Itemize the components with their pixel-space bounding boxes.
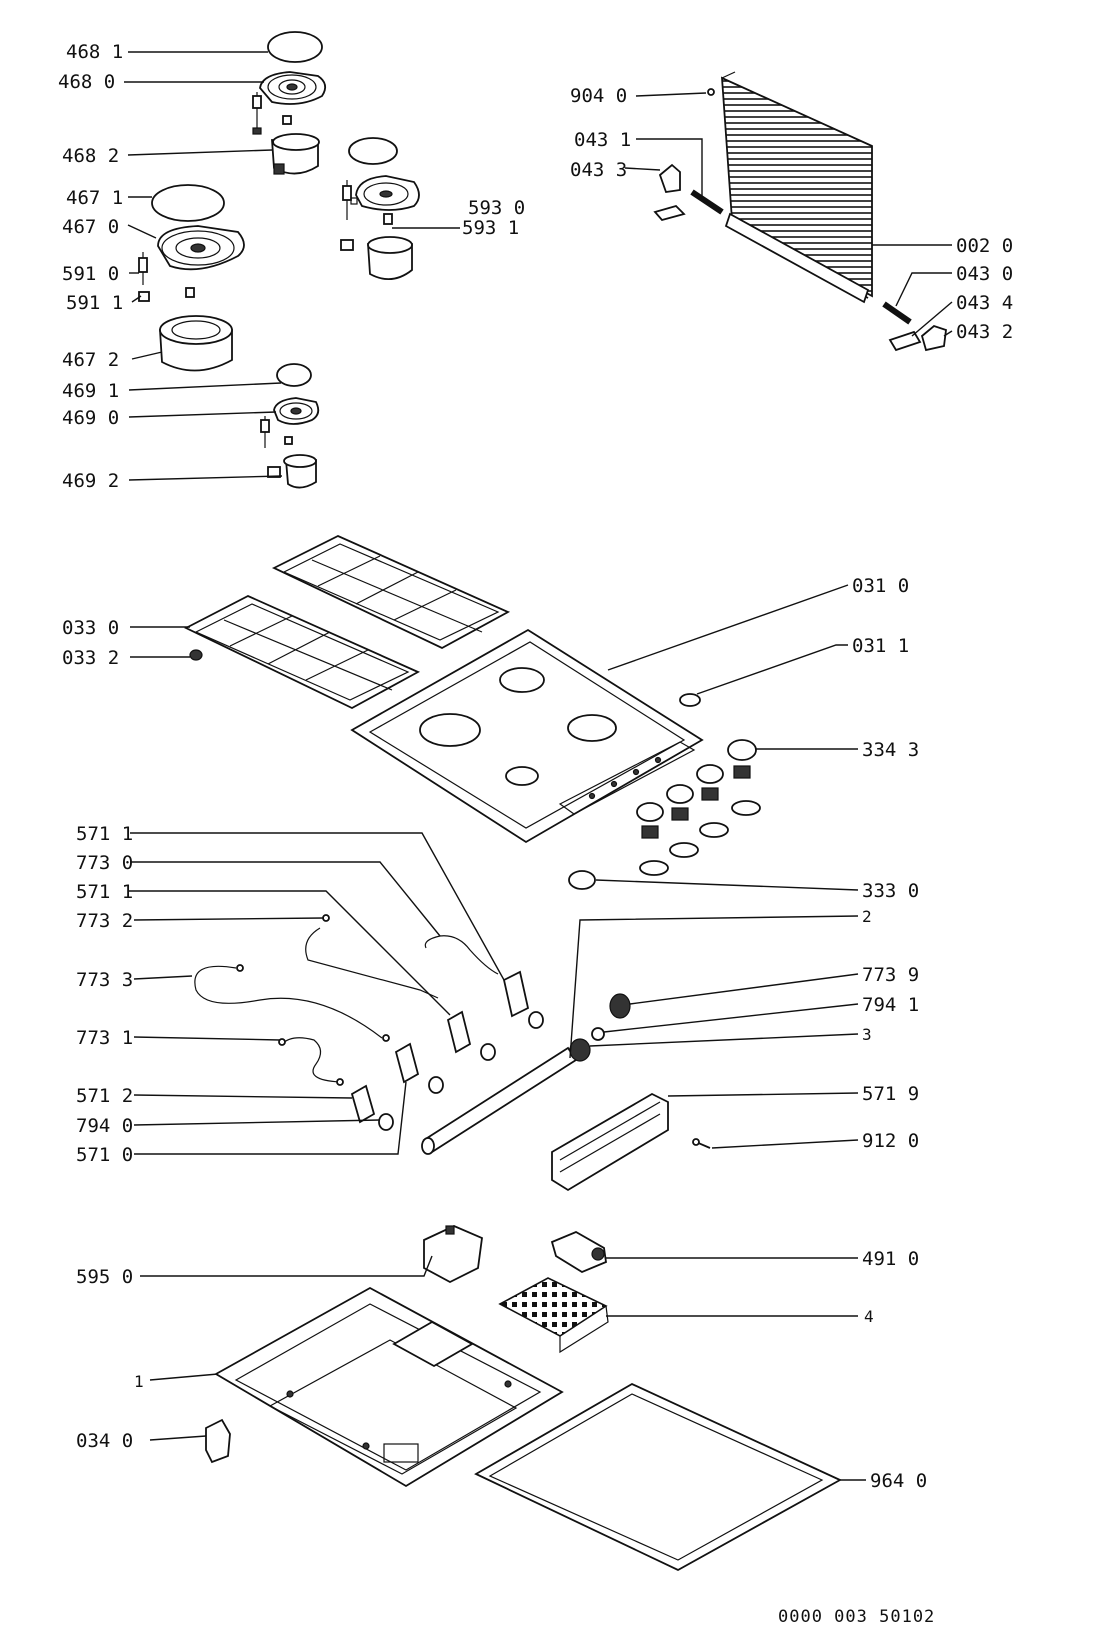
hinge-bracket-043-4 bbox=[888, 330, 922, 352]
label-031-1: 031 1 bbox=[852, 635, 909, 657]
thermocouple-591 bbox=[138, 252, 195, 302]
screw-912 bbox=[692, 1138, 711, 1149]
screw-904 bbox=[707, 88, 715, 96]
label-043-4: 043 4 bbox=[956, 292, 1013, 314]
label-043-2: 043 2 bbox=[956, 321, 1013, 343]
label-034-0: 034 0 bbox=[76, 1430, 133, 1452]
bottom-tray-1 bbox=[214, 1286, 564, 1488]
label-043-3: 043 3 bbox=[570, 159, 627, 181]
label-043-1: 043 1 bbox=[574, 129, 631, 151]
gas-pipes-773 bbox=[194, 914, 499, 1086]
leader-lines bbox=[124, 51, 953, 1481]
label-031-0: 031 0 bbox=[852, 575, 909, 597]
label-591-0: 591 0 bbox=[62, 263, 119, 285]
label-571-0: 571 0 bbox=[76, 1144, 133, 1166]
label-4: 4 bbox=[864, 1307, 874, 1326]
label-467-0: 467 0 bbox=[62, 216, 119, 238]
burner-593-cup bbox=[367, 236, 413, 280]
label-904-0: 904 0 bbox=[570, 85, 627, 107]
label-468-0: 468 0 bbox=[58, 71, 115, 93]
gas-rail-2 bbox=[421, 1046, 578, 1155]
bracket-571-9 bbox=[551, 1092, 669, 1192]
burner-469-cup bbox=[267, 454, 317, 489]
label-773-2: 773 2 bbox=[76, 910, 133, 932]
pan-support-033-b bbox=[271, 535, 511, 650]
label-3: 3 bbox=[862, 1025, 872, 1044]
label-467-1: 467 1 bbox=[66, 187, 123, 209]
drawing-reference-number: 0000 003 50102 bbox=[778, 1607, 935, 1627]
label-912-0: 912 0 bbox=[862, 1130, 919, 1152]
label-468-2: 468 2 bbox=[62, 145, 119, 167]
label-2: 2 bbox=[862, 907, 872, 926]
burner-469-cap bbox=[276, 363, 312, 387]
thermocouple-593 bbox=[340, 180, 393, 251]
washer-794-1 bbox=[591, 1027, 605, 1041]
label-773-3: 773 3 bbox=[76, 969, 133, 991]
label-571-1-b: 571 1 bbox=[76, 881, 133, 903]
label-491-0: 491 0 bbox=[862, 1248, 919, 1270]
label-333-0: 333 0 bbox=[862, 880, 919, 902]
gas-valves-571 bbox=[350, 970, 544, 1131]
connector-773-9 bbox=[609, 993, 631, 1019]
hob-top-031 bbox=[350, 628, 704, 844]
burner-468-head bbox=[259, 71, 327, 105]
pan-support-033 bbox=[183, 595, 421, 710]
label-571-2: 571 2 bbox=[76, 1085, 133, 1107]
label-033-0: 033 0 bbox=[62, 617, 119, 639]
hinge-bracket-043-3 bbox=[653, 163, 686, 222]
label-467-2: 467 2 bbox=[62, 349, 119, 371]
knob-333 bbox=[568, 870, 596, 890]
label-964-0: 964 0 bbox=[870, 1470, 927, 1492]
hinge-043-0 bbox=[882, 301, 912, 325]
label-468-1: 468 1 bbox=[66, 41, 123, 63]
glass-lid-002 bbox=[720, 71, 873, 304]
callout-labels: 468 1 468 0 468 2 467 1 467 0 591 0 591 … bbox=[58, 41, 1013, 1492]
label-469-1: 469 1 bbox=[62, 380, 119, 402]
label-571-9: 571 9 bbox=[862, 1083, 919, 1105]
burner-468-cap bbox=[267, 31, 323, 63]
label-794-1: 794 1 bbox=[862, 994, 919, 1016]
burner-593-cap bbox=[348, 137, 398, 165]
cap-031-1 bbox=[679, 693, 701, 707]
label-593-1: 593 1 bbox=[462, 217, 519, 239]
hinge-bracket-043-2 bbox=[920, 324, 947, 352]
label-773-1: 773 1 bbox=[76, 1027, 133, 1049]
label-794-0: 794 0 bbox=[76, 1115, 133, 1137]
label-773-0: 773 0 bbox=[76, 852, 133, 874]
burner-467-cup bbox=[159, 315, 233, 372]
rubber-foot-033-2 bbox=[189, 649, 203, 661]
burner-467-cap bbox=[151, 184, 225, 222]
label-773-9: 773 9 bbox=[862, 964, 919, 986]
ignition-switch-491 bbox=[550, 1230, 607, 1274]
connector-3 bbox=[569, 1038, 591, 1062]
label-043-0: 043 0 bbox=[956, 263, 1013, 285]
burner-467-head bbox=[157, 225, 245, 271]
cover-4 bbox=[498, 1277, 609, 1354]
thermocouple-468 bbox=[252, 92, 292, 135]
label-571-1-a: 571 1 bbox=[76, 823, 133, 845]
label-595-0: 595 0 bbox=[76, 1266, 133, 1288]
label-591-1: 591 1 bbox=[66, 292, 123, 314]
thermocouple-469 bbox=[260, 416, 293, 448]
label-334-3: 334 3 bbox=[862, 739, 919, 761]
burner-593-head bbox=[355, 175, 420, 211]
label-1: 1 bbox=[134, 1372, 144, 1391]
burner-469-head bbox=[273, 397, 320, 425]
control-knobs-334 bbox=[636, 739, 761, 876]
label-469-0: 469 0 bbox=[62, 407, 119, 429]
label-469-2: 469 2 bbox=[62, 470, 119, 492]
label-033-2: 033 2 bbox=[62, 647, 119, 669]
label-002-0: 002 0 bbox=[956, 235, 1013, 257]
ignition-unit-595 bbox=[423, 1225, 483, 1284]
burner-468-cup bbox=[271, 133, 320, 175]
clip-034 bbox=[205, 1418, 231, 1464]
label-593-0: 593 0 bbox=[468, 197, 525, 219]
hinge-043-1 bbox=[690, 189, 724, 215]
